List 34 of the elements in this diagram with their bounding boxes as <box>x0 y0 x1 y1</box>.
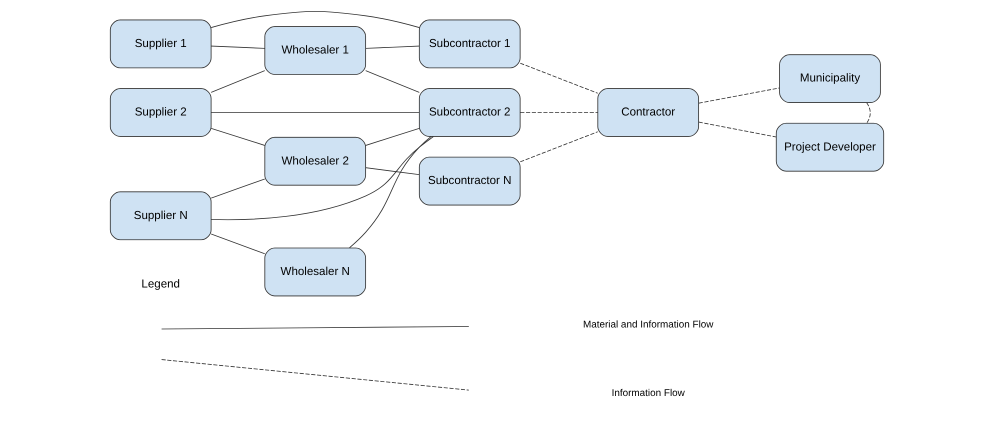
connector <box>698 122 776 138</box>
node-box: Supplier N <box>109 191 212 240</box>
connector <box>210 70 265 93</box>
node-box: Subcontractor 1 <box>418 20 520 68</box>
connector <box>519 112 598 113</box>
label: Legend <box>140 278 180 290</box>
connector <box>348 136 431 248</box>
node-box: Project Developer <box>775 122 884 172</box>
connector <box>210 46 265 49</box>
connector <box>866 102 870 124</box>
connector <box>519 131 598 162</box>
connector <box>210 112 420 113</box>
connector <box>210 136 434 220</box>
node-box: Wholesaler 2 <box>264 136 366 186</box>
node-box: Contractor <box>596 88 699 137</box>
node-box: Supplier 2 <box>109 88 212 137</box>
connector <box>519 62 598 94</box>
connector <box>210 178 265 198</box>
connector <box>210 234 265 254</box>
connector <box>364 46 420 49</box>
node-box: Wholesaler 1 <box>264 26 366 75</box>
legend-label: Material and Information Flow <box>582 319 713 330</box>
connector <box>364 70 420 93</box>
connector <box>210 128 265 146</box>
legend-label: Information Flow <box>611 388 684 399</box>
node-box: Supplier 1 <box>109 20 212 68</box>
connector <box>364 128 420 146</box>
connector <box>698 88 780 104</box>
connector <box>210 10 420 28</box>
connector <box>364 167 420 176</box>
node-box: Municipality <box>778 54 880 103</box>
node-box: Wholesaler N <box>264 248 366 296</box>
node-box: Subcontractor 2 <box>418 88 520 137</box>
node-box: Subcontractor N <box>418 156 520 206</box>
